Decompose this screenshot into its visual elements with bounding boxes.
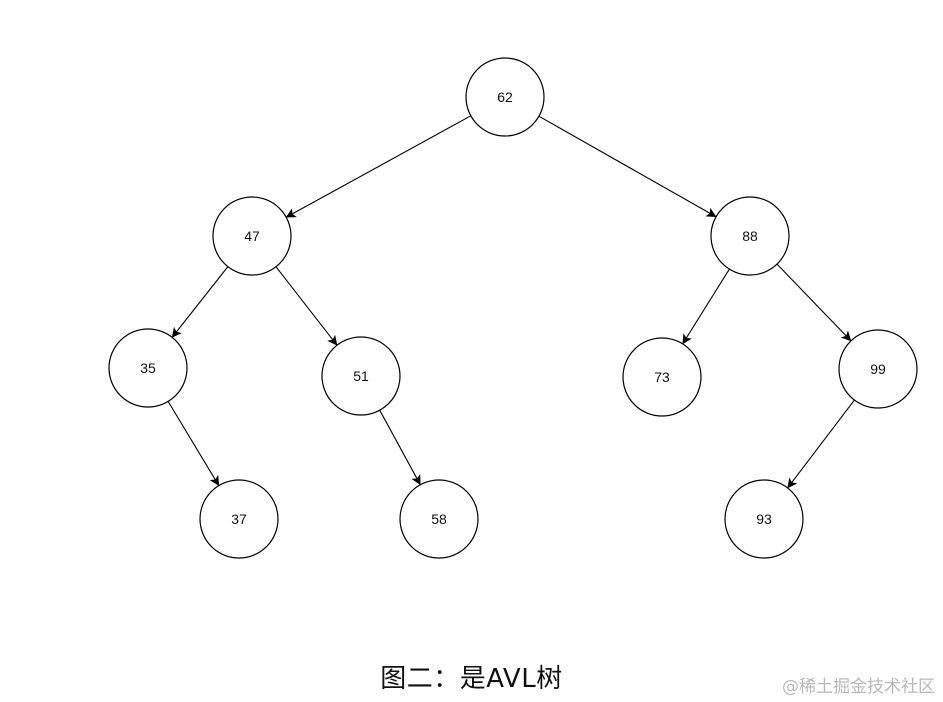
- node-circle: [399, 479, 479, 559]
- node-circle: [622, 337, 702, 417]
- tree-node-73: 73: [622, 337, 702, 417]
- nodes-layer: 62 47 88 35 51 73 99 37 58 93: [108, 57, 918, 559]
- node-circle: [838, 329, 918, 409]
- node-circle: [465, 57, 545, 137]
- tree-node-62: 62: [465, 57, 545, 137]
- node-circle: [710, 196, 790, 276]
- node-circle: [212, 196, 292, 276]
- edge-51-to-58: [379, 409, 421, 486]
- edge-47-to-35: [171, 266, 229, 338]
- tree-node-37: 37: [199, 479, 279, 559]
- tree-node-88: 88: [710, 196, 790, 276]
- node-label: 58: [431, 511, 447, 527]
- node-label: 51: [353, 368, 369, 384]
- node-circle: [724, 479, 804, 559]
- watermark: @稀土掘金技术社区: [782, 677, 935, 697]
- node-label: 99: [870, 361, 886, 377]
- tree-node-47: 47: [212, 196, 292, 276]
- node-label: 35: [140, 360, 156, 376]
- node-circle: [199, 479, 279, 559]
- node-label: 37: [231, 511, 247, 527]
- tree-node-35: 35: [108, 328, 188, 408]
- node-label: 47: [244, 228, 260, 244]
- node-label: 62: [497, 89, 513, 105]
- node-circle: [108, 328, 188, 408]
- edge-62-to-47: [285, 115, 472, 218]
- edge-35-to-37: [167, 401, 220, 487]
- edge-88-to-73: [682, 268, 730, 345]
- tree-node-99: 99: [838, 329, 918, 409]
- node-label: 73: [654, 369, 670, 385]
- node-label: 88: [742, 228, 758, 244]
- node-circle: [321, 336, 401, 416]
- edge-47-to-51: [275, 266, 338, 346]
- edge-99-to-93: [787, 399, 855, 489]
- edge-62-to-88: [538, 115, 717, 217]
- node-label: 93: [756, 511, 772, 527]
- tree-node-51: 51: [321, 336, 401, 416]
- tree-node-58: 58: [399, 479, 479, 559]
- tree-node-93: 93: [724, 479, 804, 559]
- diagram-caption: 图二：是AVL树: [380, 664, 563, 694]
- edge-88-to-99: [776, 263, 852, 342]
- edges-layer: [167, 115, 855, 489]
